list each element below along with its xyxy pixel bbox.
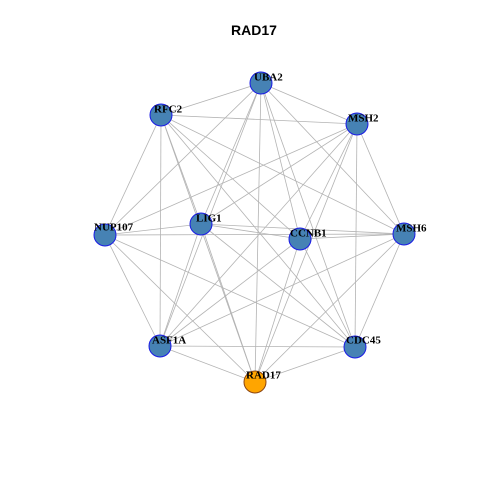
edge-cdc45-rad17 [254, 346, 356, 383]
node-cdc45 [343, 335, 367, 359]
node-label-lig1: LIG1 [196, 213, 222, 225]
node-label-asf1a: ASF1A [152, 335, 186, 347]
node-rfc2 [149, 103, 173, 127]
edge-nup107-lig1 [104, 223, 202, 236]
edge-asf1a-cdc45 [159, 345, 356, 348]
node-msh2 [345, 112, 369, 136]
node-label-rfc2: RFC2 [154, 104, 183, 116]
node-ccnb1 [288, 227, 312, 251]
edge-nup107-asf1a [104, 234, 161, 347]
edge-asf1a-rad17 [159, 345, 256, 383]
node-label-rad17: RAD17 [246, 370, 281, 382]
edge-rfc2-asf1a [159, 114, 162, 347]
node-nup107 [93, 223, 117, 247]
edge-msh2-asf1a [159, 123, 358, 347]
edge-msh2-nup107 [104, 123, 358, 236]
edge-uba2-asf1a [159, 82, 262, 347]
edge-ccnb1-msh6 [299, 233, 405, 240]
figure-title: RAD17 [231, 22, 277, 38]
edge-uba2-nup107 [104, 82, 262, 236]
edge-rfc2-msh6 [160, 114, 405, 235]
edge-rfc2-nup107 [104, 114, 162, 236]
edge-lig1-rad17 [200, 223, 256, 383]
edge-msh2-ccnb1 [299, 123, 358, 240]
edge-msh2-cdc45 [354, 123, 358, 348]
edge-nup107-cdc45 [104, 234, 356, 348]
edge-nup107-msh6 [104, 233, 405, 236]
edge-ccnb1-cdc45 [299, 238, 356, 348]
node-lig1 [189, 212, 213, 236]
edge-lig1-asf1a [159, 223, 202, 347]
node-layer [93, 71, 416, 394]
edge-uba2-cdc45 [260, 82, 356, 348]
node-asf1a [148, 334, 172, 358]
edge-msh2-lig1 [200, 123, 358, 225]
node-uba2 [249, 71, 273, 95]
edge-uba2-rfc2 [160, 82, 262, 116]
edge-layer [104, 82, 405, 383]
edge-uba2-lig1 [200, 82, 262, 225]
node-msh6 [392, 222, 416, 246]
edge-ccnb1-rad17 [254, 238, 301, 383]
node-label-msh6: MSH6 [396, 223, 427, 235]
edge-lig1-ccnb1 [200, 223, 301, 240]
edge-uba2-msh6 [260, 82, 405, 235]
edge-lig1-cdc45 [200, 223, 356, 348]
node-label-uba2: UBA2 [254, 72, 283, 84]
edge-msh2-msh6 [356, 123, 405, 235]
node-label-ccnb1: CCNB1 [290, 228, 327, 240]
node-rad17 [243, 370, 267, 394]
edge-rfc2-rad17 [160, 114, 256, 383]
edge-msh6-asf1a [159, 233, 405, 347]
edge-nup107-rad17 [104, 234, 256, 383]
edge-msh2-rad17 [254, 123, 358, 383]
edge-ccnb1-asf1a [159, 238, 301, 347]
node-label-nup107: NUP107 [94, 222, 134, 234]
edge-rfc2-msh2 [160, 114, 358, 125]
node-label-msh2: MSH2 [348, 113, 379, 125]
edge-msh6-rad17 [254, 233, 405, 383]
edge-rfc2-ccnb1 [160, 114, 301, 240]
edge-uba2-msh2 [260, 82, 358, 125]
edge-uba2-ccnb1 [260, 82, 301, 240]
edge-msh6-cdc45 [354, 233, 405, 348]
edge-rfc2-cdc45 [160, 114, 356, 348]
node-label-cdc45: CDC45 [346, 335, 381, 347]
